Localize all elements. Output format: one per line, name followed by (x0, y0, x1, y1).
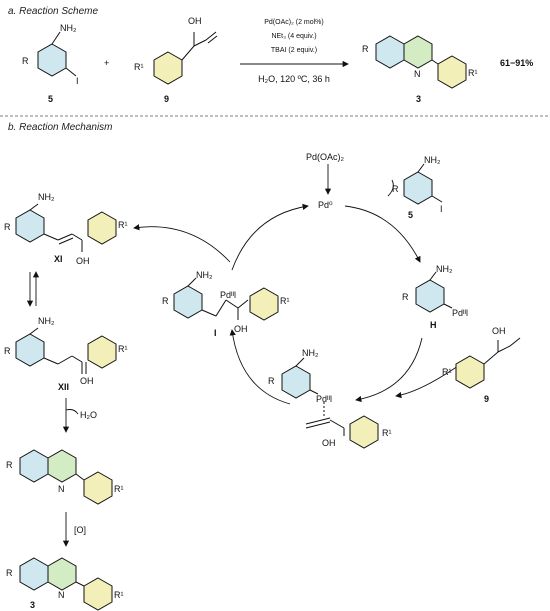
product-3-label: 3 (30, 600, 35, 610)
compound-9-structure: OH R¹ (134, 16, 218, 85)
svg-text:OH: OH (322, 438, 336, 448)
compound-9-label: 9 (164, 94, 169, 104)
svg-text:N: N (414, 69, 421, 79)
product-3-structure: N R R¹ (6, 557, 124, 611)
svg-text:R¹: R¹ (280, 296, 290, 306)
svg-text:OH: OH (80, 376, 94, 386)
svg-text:N: N (58, 590, 65, 600)
substrate-9-in-arrow (395, 365, 459, 399)
svg-text:R: R (392, 184, 399, 194)
mech-compound-9-label: 9 (484, 394, 489, 404)
svg-text:NH₂: NH₂ (38, 192, 55, 202)
mech-compound-9: OH R¹ (442, 326, 521, 389)
intermediate-I-label: I (214, 328, 217, 338)
oxidation-label: [O] (74, 525, 86, 535)
svg-text:NH₂: NH₂ (424, 155, 441, 165)
intermediate-XI-structure: NH₂ R OH R¹ (4, 192, 128, 266)
mech-compound-5-label: 5 (408, 210, 413, 220)
mech-compound-5: NH₂ I R (392, 155, 443, 214)
svg-text:R¹: R¹ (114, 590, 124, 600)
yield-range: 61−91% (500, 58, 533, 68)
svg-text:R¹: R¹ (442, 367, 452, 377)
svg-text:R¹: R¹ (134, 62, 144, 72)
section-b-title: b. Reaction Mechanism (8, 122, 113, 133)
svg-text:R: R (6, 460, 13, 470)
release-XI-arrow (133, 224, 231, 263)
water-label: H₂O (80, 410, 97, 420)
svg-text:OH: OH (188, 16, 202, 26)
coordination-arrow (355, 337, 423, 403)
intermediate-XII-label: XII (58, 382, 69, 392)
oxidative-addition-arrow (344, 205, 421, 263)
plus-sign: + (104, 58, 109, 68)
compound-5-structure: NH₂ I R (22, 23, 79, 86)
svg-text:R: R (6, 568, 13, 578)
svg-text:I: I (76, 76, 79, 86)
svg-text:Pdᴵᴵl: Pdᴵᴵl (220, 290, 236, 300)
intermediate-XII-structure: NH₂ R OH R¹ (4, 316, 128, 386)
svg-text:NH₂: NH₂ (196, 270, 213, 280)
svg-text:R: R (162, 296, 169, 306)
compound-3-label: 3 (416, 94, 421, 104)
svg-text:Pdᴵᴵl: Pdᴵᴵl (316, 394, 332, 404)
pi-complex-structure: NH₂ Pdᴵᴵl R OH R¹ (268, 348, 392, 449)
section-a-title: a. Reaction Scheme (8, 6, 98, 17)
svg-text:R: R (22, 56, 29, 66)
svg-text:R¹: R¹ (114, 484, 124, 494)
svg-text:NH₂: NH₂ (60, 23, 77, 33)
svg-text:R¹: R¹ (468, 68, 478, 78)
condition-base: NEt₃ (4 equiv.) (271, 33, 316, 40)
svg-text:NH₂: NH₂ (436, 264, 453, 274)
intermediate-H-structure: NH₂ Pdᴵᴵl R (402, 264, 468, 318)
svg-text:NH₂: NH₂ (38, 316, 55, 326)
compound-5-label: 5 (48, 94, 53, 104)
svg-text:OH: OH (492, 326, 506, 336)
pd-acetate: Pd(OAc)₂ (306, 152, 345, 162)
svg-text:R: R (268, 376, 275, 386)
svg-text:R¹: R¹ (118, 220, 128, 230)
condition-additive: TBAI (2 equiv.) (271, 47, 317, 54)
beta-elimination-arrow (231, 203, 309, 271)
compound-3-structure: N R R¹ (362, 35, 478, 89)
intermediate-XI-label: XI (54, 254, 63, 264)
svg-text:R¹: R¹ (118, 344, 128, 354)
pd-zero: Pd⁰ (318, 200, 333, 210)
svg-text:OH: OH (234, 324, 248, 334)
svg-text:R¹: R¹ (382, 428, 392, 438)
svg-text:Pdᴵᴵl: Pdᴵᴵl (452, 308, 468, 318)
condition-catalyst: Pd(OAc)₂ (2 mol%) (264, 19, 324, 26)
svg-text:OH: OH (76, 256, 90, 266)
svg-text:R: R (4, 222, 11, 232)
dihydroquinoline-structure: N R R¹ (6, 449, 124, 505)
water-loss-curl (65, 409, 79, 415)
svg-text:R: R (402, 292, 409, 302)
svg-text:N: N (58, 484, 65, 494)
condition-solvent: H₂O, 120 ºC, 36 h (258, 74, 330, 84)
insertion-arrow (229, 329, 291, 405)
intermediate-H-label: H (430, 320, 437, 330)
svg-text:R: R (362, 44, 369, 54)
svg-text:NH₂: NH₂ (302, 348, 319, 358)
intermediate-I-structure: NH₂ Pdᴵᴵl R OH R¹ (162, 270, 290, 334)
svg-text:I: I (440, 204, 443, 214)
svg-text:R: R (4, 346, 11, 356)
substrate-5-in-arrow (387, 179, 394, 197)
